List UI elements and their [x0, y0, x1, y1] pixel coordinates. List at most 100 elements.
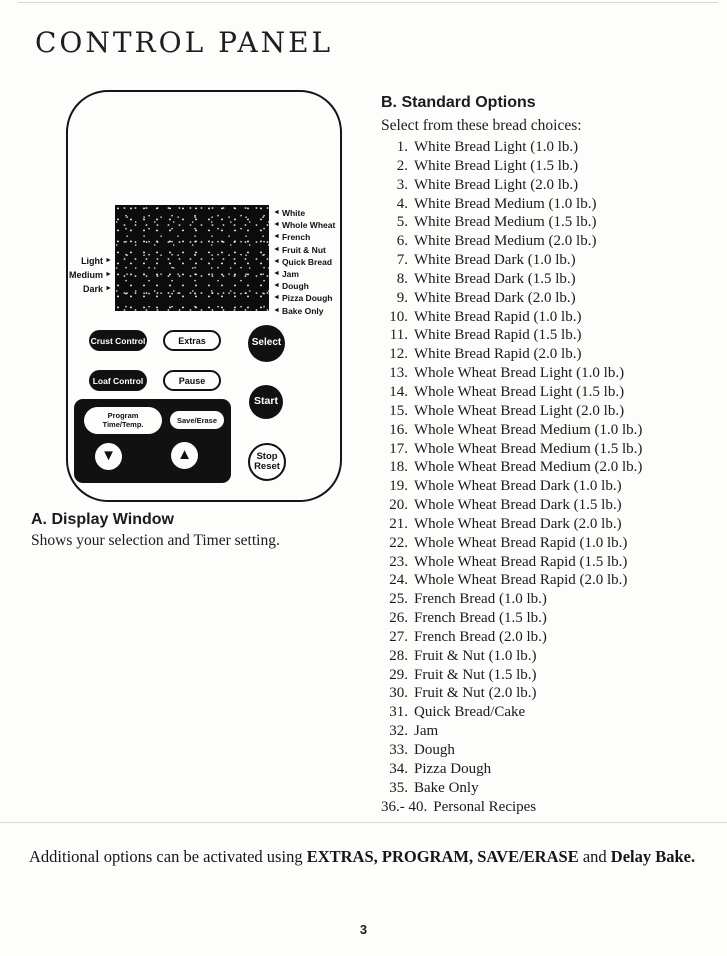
list-item-label: White Bread Dark (2.0 lb.) — [414, 289, 576, 306]
list-item-number: 21. — [389, 515, 408, 532]
list-item-label: French Bread (2.0 lb.) — [414, 628, 547, 645]
list-item-label: Bake Only — [414, 779, 479, 796]
bread-label: ◄ Dough — [273, 280, 339, 292]
bread-label: ◄ Fruit & Nut — [273, 244, 339, 256]
list-item-label: French Bread (1.0 lb.) — [414, 591, 547, 608]
list-item-label: Whole Wheat Bread Light (1.0 lb.) — [414, 365, 625, 382]
list-item-number: 27. — [389, 628, 408, 645]
bread-label: ◄ Quick Bread — [273, 256, 339, 268]
up-triangle-icon: ▲ — [177, 447, 192, 463]
bread-options-list: 1. White Bread Light (1.0 lb.) 2. White … — [381, 138, 726, 816]
list-item-label: White Bread Rapid (1.0 lb.) — [414, 308, 582, 325]
list-item-label: Whole Wheat Bread Rapid (1.5 lb.) — [414, 553, 628, 570]
bread-choice-labels: ◄ White ◄ Whole Wheat ◄ French ◄ Fruit &… — [273, 207, 339, 317]
list-item-number: 16. — [389, 421, 408, 438]
list-item-label: White Bread Rapid (2.0 lb.) — [414, 346, 582, 363]
bread-label-text: Fruit & Nut — [281, 244, 326, 255]
list-item-number: 30. — [389, 685, 408, 702]
list-item: 18. Whole Wheat Bread Medium (2.0 lb.) — [381, 458, 726, 477]
section-display-window: A. Display Window Shows your selection a… — [31, 511, 361, 550]
list-item-label: Whole Wheat Bread Dark (1.0 lb.) — [414, 478, 622, 495]
list-item: 28. Fruit & Nut (1.0 lb.) — [381, 647, 726, 666]
list-item-number: 8. — [396, 270, 408, 287]
list-item-number: 5. — [396, 214, 408, 231]
save-erase-button: Save/Erase — [170, 411, 224, 429]
left-arrow-icon: ◄ — [273, 306, 280, 314]
list-item: 26. French Bread (1.5 lb.) — [381, 609, 726, 628]
right-arrow-icon: ► — [105, 285, 112, 292]
list-item: 32. Jam — [381, 722, 726, 741]
left-arrow-icon: ◄ — [273, 221, 280, 229]
list-item: 25. French Bread (1.0 lb.) — [381, 590, 726, 609]
list-item-label: White Bread Medium (1.0 lb.) — [414, 195, 597, 212]
list-item: 4. White Bread Medium (1.0 lb.) — [381, 195, 726, 214]
list-item-number: 1. — [396, 139, 408, 155]
list-item-number: 13. — [389, 365, 408, 382]
footer-bold-1: EXTRAS, PROGRAM, SAVE/ERASE — [306, 847, 579, 866]
timer-up-button: ▲ — [171, 442, 198, 469]
list-item-label: Whole Wheat Bread Medium (2.0 lb.) — [414, 459, 643, 476]
down-triangle-icon: ▼ — [101, 448, 116, 464]
pause-button: Pause — [163, 370, 221, 391]
list-item-label: Whole Wheat Bread Light (2.0 lb.) — [414, 402, 625, 419]
crust-control-button: Crust Control — [89, 330, 147, 351]
page-number: 3 — [359, 922, 368, 937]
list-item: 8. White Bread Dark (1.5 lb.) — [381, 270, 726, 289]
list-item-label: White Bread Light (2.0 lb.) — [414, 176, 579, 193]
list-item-label: Fruit & Nut (1.0 lb.) — [414, 647, 537, 664]
crust-label: Medium ► — [68, 268, 112, 282]
bread-label-text: Whole Wheat — [281, 220, 336, 231]
stop-reset-button: Stop Reset — [248, 443, 286, 481]
bread-label: ◄ Whole Wheat — [273, 219, 339, 231]
crust-label: Light ► — [68, 254, 112, 268]
footer-rule — [0, 822, 727, 823]
list-item: 22. Whole Wheat Bread Rapid (1.0 lb.) — [381, 534, 726, 553]
list-item: 21. Whole Wheat Bread Dark (2.0 lb.) — [381, 515, 726, 534]
list-item-number: 36.- 40. — [381, 798, 428, 815]
left-arrow-icon: ◄ — [273, 294, 280, 302]
list-item: 15. Whole Wheat Bread Light (2.0 lb.) — [381, 402, 726, 421]
list-item-label: French Bread (1.5 lb.) — [414, 610, 547, 627]
stop-button-line2: Reset — [254, 461, 280, 472]
left-arrow-icon: ◄ — [273, 282, 280, 290]
list-item-number: 20. — [389, 497, 408, 514]
list-item-number: 32. — [389, 723, 408, 740]
list-item-label: White Bread Medium (2.0 lb.) — [414, 233, 597, 250]
list-item-number: 22. — [389, 534, 408, 551]
list-item: 12. White Bread Rapid (2.0 lb.) — [381, 345, 726, 364]
list-item: 31. Quick Bread/Cake — [381, 703, 726, 722]
list-item-number: 25. — [389, 591, 408, 608]
list-item-number: 15. — [389, 402, 408, 419]
list-item-number: 19. — [389, 478, 408, 495]
list-item: 3. White Bread Light (2.0 lb.) — [381, 176, 726, 195]
bread-label: ◄ Pizza Dough — [273, 292, 339, 304]
list-item-label: Fruit & Nut (2.0 lb.) — [414, 685, 537, 702]
list-item-number: 35. — [389, 779, 408, 796]
list-item-number: 29. — [389, 666, 408, 683]
list-item-number: 24. — [389, 572, 408, 589]
list-item-label: Personal Recipes — [433, 798, 537, 815]
extras-button: Extras — [163, 330, 221, 351]
program-time-temp-button: Program Time/Temp. — [84, 407, 162, 434]
list-item: 23. Whole Wheat Bread Rapid (1.5 lb.) — [381, 553, 726, 572]
list-item-label: Dough — [414, 742, 455, 758]
list-item: 34. Pizza Dough — [381, 760, 726, 779]
section-b-intro: Select from these bread choices: — [381, 117, 582, 134]
list-item-label: White Bread Rapid (1.5 lb.) — [414, 327, 582, 344]
start-button: Start — [249, 385, 283, 419]
list-item-number: 2. — [396, 157, 408, 174]
list-item-number: 34. — [389, 760, 408, 777]
list-item-label: Whole Wheat Bread Light (1.5 lb.) — [414, 383, 625, 400]
list-item: 13. Whole Wheat Bread Light (1.0 lb.) — [381, 364, 726, 383]
bread-label-text: Bake Only — [281, 305, 324, 316]
bread-label: ◄ Jam — [273, 268, 339, 280]
list-item-number: 4. — [396, 195, 408, 212]
list-item: 35. Bake Only — [381, 779, 726, 798]
list-item-number: 18. — [389, 459, 408, 476]
bread-label-text: White — [281, 208, 306, 218]
list-item-number: 6. — [396, 233, 408, 250]
bread-label: ◄ White — [273, 207, 339, 219]
list-item: 30. Fruit & Nut (2.0 lb.) — [381, 684, 726, 703]
list-item-label: Pizza Dough — [414, 760, 492, 777]
list-item-label: White Bread Dark (1.5 lb.) — [414, 270, 576, 287]
